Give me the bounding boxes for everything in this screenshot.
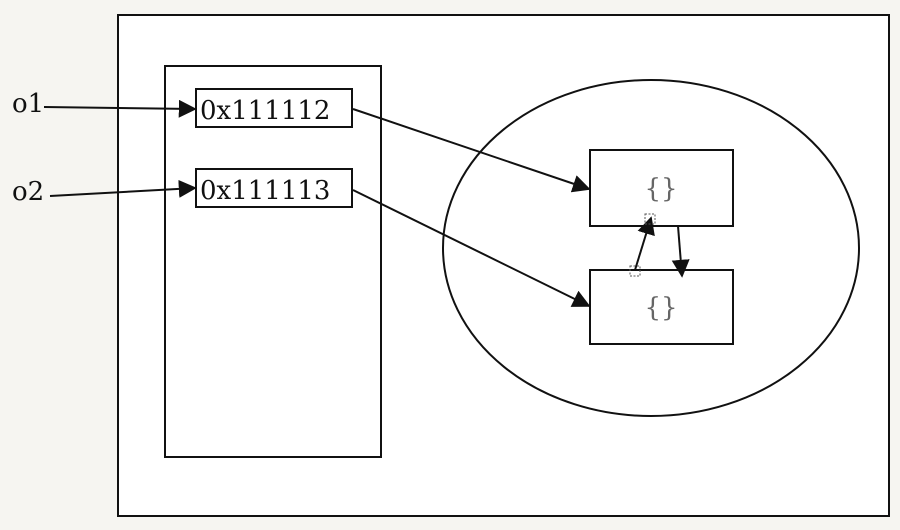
arrow-object-1-to-object-2 [671,225,690,278]
stack-cell-2-address: 0x111113 [200,176,330,206]
arrow-cell-2-to-object-2 [352,189,591,307]
heap-object-1 [589,149,734,227]
heap-object-2-text: {} [644,293,677,323]
heap-object-1-text: {} [644,174,677,204]
variable-o2-label: o2 [12,177,44,207]
variable-o1-label: o1 [12,89,44,119]
arrow-object-2-to-object-1 [634,216,655,271]
heap-object-2 [589,269,734,345]
arrow-cell-1-to-object-1 [352,108,591,193]
arrow-o2-to-cell-2 [49,179,197,198]
arrow-start-handle[interactable] [629,265,641,277]
arrow-end-handle[interactable] [644,213,656,225]
stack-region [164,65,382,458]
arrow-o1-to-cell-1 [43,99,197,118]
heap-region [442,79,860,417]
stack-cell-1-address: 0x111112 [200,96,330,126]
stack-cell-2 [195,168,353,208]
